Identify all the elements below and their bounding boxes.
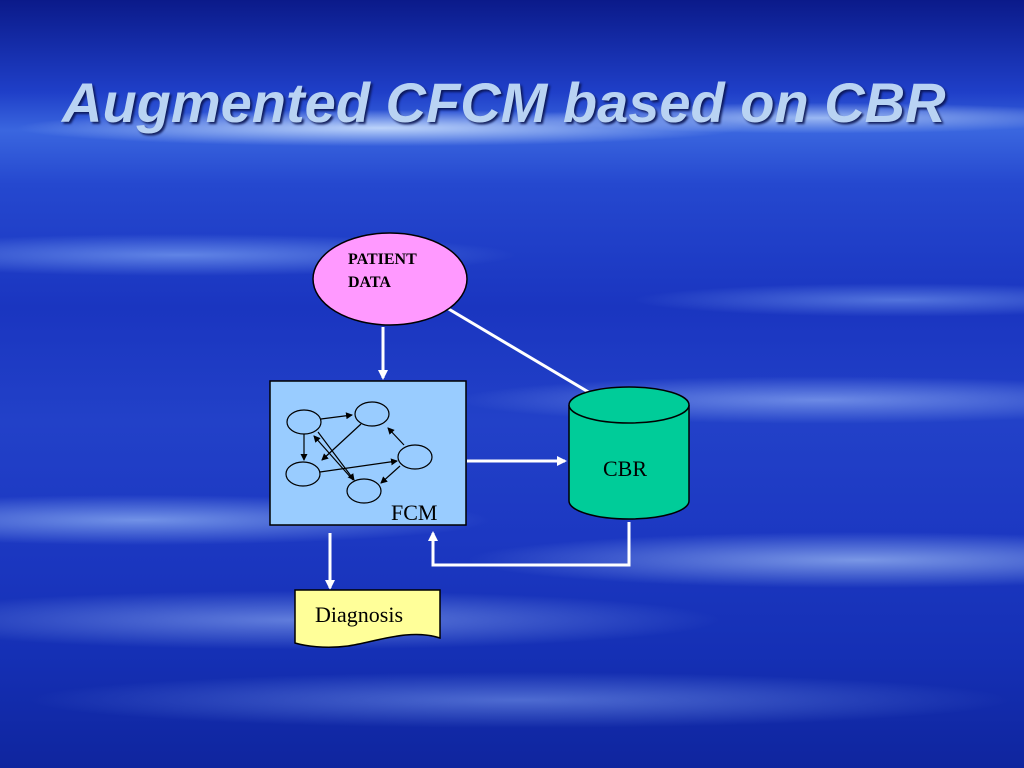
patient-data-label-line2: DATA [348,274,391,291]
fcm-edge [321,423,362,461]
diagnosis-document-shape [294,589,441,648]
fcm-node: FCM [269,380,467,526]
cbr-cylinder-top [568,386,690,424]
fcm-concept-node [354,401,390,427]
cbr-label: CBR [603,456,647,481]
fcm-edge [380,465,401,484]
slide-title: Augmented CFCM based on CBR [62,71,946,134]
cbr-node: CBR [568,386,690,520]
fcm-concept-node [346,478,382,504]
arrow-patient-to-cbr [446,306,614,408]
fcm-edge [387,427,405,446]
fcm-edge [317,431,355,481]
patient-data-ellipse [312,232,468,326]
patient-data-label-line1: PATIENT [348,251,417,268]
diagnosis-label: Diagnosis [315,602,403,627]
patient-data-node: PATIENT DATA [312,232,468,326]
arrow-cbr-to-fcm [428,522,631,567]
fcm-concept-node [397,444,433,470]
fcm-concept-node [285,461,321,487]
cbr-cylinder-body [568,405,690,520]
fcm-edge [313,435,354,481]
fcm-edge [320,412,353,420]
fcm-edge [319,458,398,473]
fcm-mini-graph [285,401,433,504]
diagnosis-node: Diagnosis [294,589,441,648]
fcm-label: FCM [391,500,437,525]
fcm-box [269,380,467,526]
